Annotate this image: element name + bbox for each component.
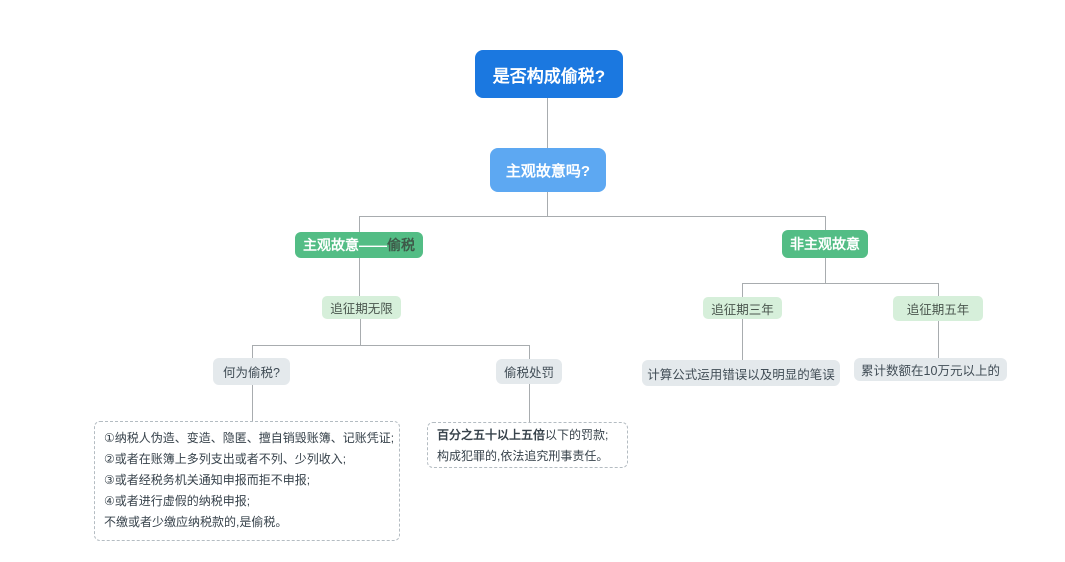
connector-root-to-question: [547, 98, 548, 148]
penalty-line-1-bold: 百分之五十以上五倍: [437, 428, 546, 442]
branch-label-prefix: 主观故意——: [303, 237, 387, 253]
connector-three-year-to-detail: [742, 319, 743, 360]
period-node-three-year: 追征期三年: [703, 297, 782, 319]
definition-line-4: ④或者进行虚假的纳税申报;: [104, 494, 251, 508]
penalty-line-1: 百分之五十以上五倍以下的罚款;: [437, 425, 618, 446]
period-node-five-year: 追征期五年: [893, 296, 983, 321]
penalty-line-2: 构成犯罪的,依法追究刑事责任。: [437, 449, 609, 463]
connector-to-evasion-penalty: [529, 345, 530, 359]
connector-what-to-detail: [252, 385, 253, 421]
connector-top-branch-horizontal: [359, 216, 825, 217]
connector-penalty-to-detail: [529, 384, 530, 422]
penalty-line-1-rest: 以下的罚款;: [545, 428, 609, 442]
branch-node-non-subjective: 非主观故意: [782, 230, 868, 258]
connector-to-what-is-evasion: [252, 345, 253, 358]
connector-subjective-to-unlimited: [359, 258, 360, 296]
connector-non-subjective-stem: [825, 258, 826, 283]
leaf-node-calculation-error: 计算公式运用错误以及明显的笔误: [642, 360, 840, 386]
definition-line-2: ②或者在账簿上多列支出或者不列、少列收入;: [104, 452, 347, 466]
connector-unlimited-stem: [360, 318, 361, 345]
branch-label-emphasis: 偷税: [387, 237, 415, 253]
leaf-node-amount-over-100k: 累计数额在10万元以上的: [854, 358, 1007, 381]
root-node-is-tax-evasion: 是否构成偷税?: [475, 50, 623, 98]
detail-box-penalty: 百分之五十以上五倍以下的罚款; 构成犯罪的,依法追究刑事责任。: [427, 422, 628, 468]
leaf-node-evasion-penalty: 偷税处罚: [496, 359, 562, 384]
connector-five-year-to-detail: [938, 321, 939, 358]
connector-question-stem: [547, 192, 548, 216]
connector-right-branch-horizontal: [742, 283, 938, 284]
detail-box-evasion-definition: ①纳税人伪造、变造、隐匿、擅自销毁账簿、记账凭证; ②或者在账簿上多列支出或者不…: [94, 421, 400, 541]
period-node-unlimited: 追征期无限: [322, 296, 401, 319]
connector-to-non-subjective: [825, 216, 826, 230]
definition-line-3: ③或者经税务机关通知申报而拒不申报;: [104, 473, 311, 487]
connector-left-branch-horizontal: [252, 345, 529, 346]
definition-line-1: ①纳税人伪造、变造、隐匿、擅自销毁账簿、记账凭证;: [104, 431, 395, 445]
definition-line-5: 不缴或者少缴应纳税款的,是偷税。: [104, 515, 288, 529]
connector-to-three-year: [742, 283, 743, 297]
connector-to-five-year: [938, 283, 939, 296]
question-node-subjective-intent: 主观故意吗?: [490, 148, 606, 192]
leaf-node-what-is-evasion: 何为偷税?: [213, 358, 290, 385]
branch-node-subjective-intent-evasion: 主观故意——偷税: [295, 232, 423, 258]
connector-to-subjective: [359, 216, 360, 232]
